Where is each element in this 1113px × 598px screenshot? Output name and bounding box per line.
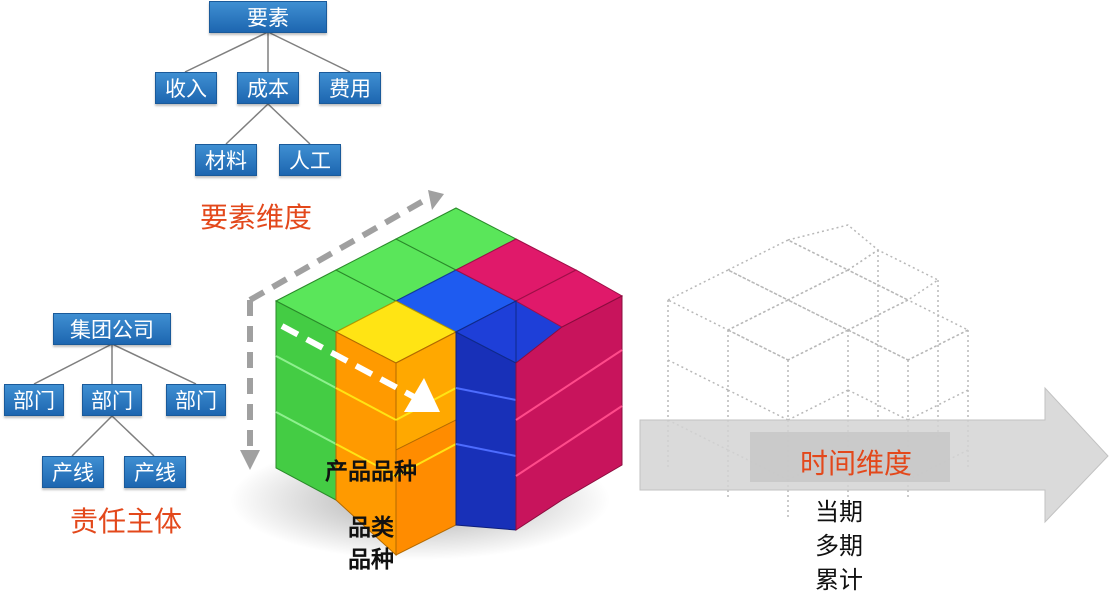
entity-dept-box-2: 部门 — [82, 384, 142, 416]
product-subline-category: 品类 — [348, 515, 394, 541]
entity-dept-box-1: 部门 — [4, 384, 64, 416]
factor-cost-box: 成本 — [237, 72, 299, 104]
product-subline-variety: 品种 — [348, 547, 394, 573]
time-item-current: 当期 — [815, 498, 863, 526]
factor-income-box: 收入 — [155, 72, 217, 104]
factor-root-box: 要素 — [209, 1, 327, 33]
entity-line-box-1: 产线 — [42, 456, 104, 488]
factor-expense-box: 费用 — [319, 72, 381, 104]
factor-material-box: 材料 — [195, 144, 257, 176]
entity-root-box: 集团公司 — [53, 313, 171, 345]
entity-dept-box-3: 部门 — [166, 384, 226, 416]
entity-dimension-caption: 责任主体 — [70, 505, 183, 538]
factor-dimension-caption: 要素维度 — [200, 201, 313, 234]
entity-line-box-2: 产线 — [124, 456, 186, 488]
product-dimension-title: 产品品种 — [325, 459, 417, 485]
factor-labor-box: 人工 — [279, 144, 341, 176]
time-item-cumulative: 累计 — [815, 566, 863, 594]
time-dimension-title: 时间维度 — [800, 447, 913, 480]
time-item-multi: 多期 — [815, 532, 863, 560]
